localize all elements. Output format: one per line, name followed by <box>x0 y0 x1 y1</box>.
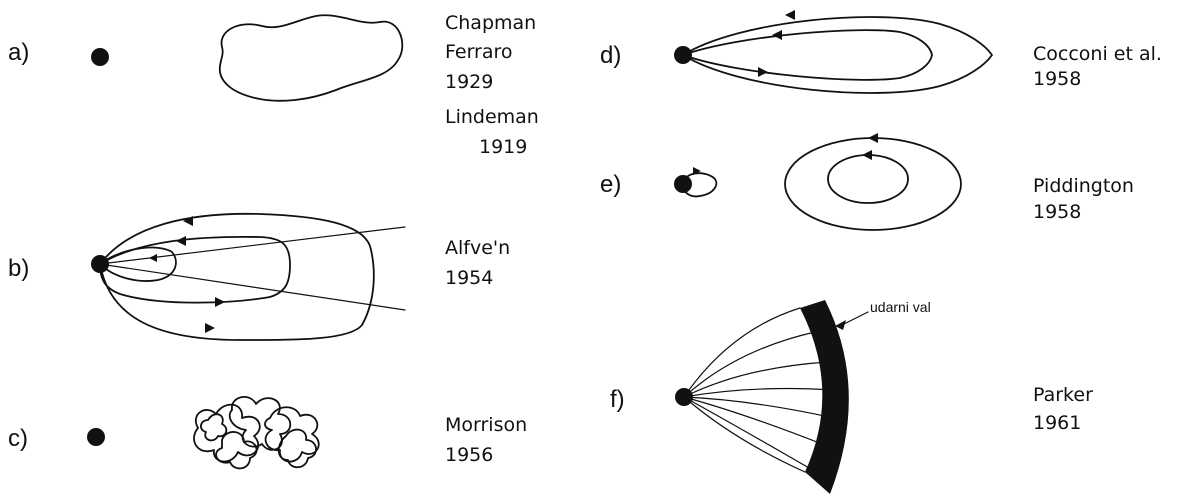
arrow-right <box>758 67 768 77</box>
panel-b-label: b) <box>8 255 29 282</box>
arrow-left <box>149 254 157 262</box>
sun-dot <box>674 46 692 64</box>
panel-d-ref-1: 1958 <box>1033 68 1081 90</box>
field-fan <box>684 308 834 472</box>
outer-ring <box>785 138 961 230</box>
inner-ring <box>828 155 908 203</box>
annotation-leader <box>844 312 868 324</box>
arrow-right <box>205 323 215 333</box>
outer-lobe <box>683 17 992 93</box>
panel-e: e) Piddington 1958 <box>600 133 1134 230</box>
panel-d: d) Cocconi et al. 1958 <box>600 10 1162 93</box>
arrow-left <box>868 133 878 143</box>
panel-f-ref-0: Parker <box>1033 384 1093 406</box>
panel-f: f) udarni val Parker 1961 <box>610 299 1093 494</box>
panel-c: c) Morrison 1956 <box>8 397 527 469</box>
panel-f-label: f) <box>610 386 625 413</box>
panel-d-ref-0: Cocconi et al. <box>1033 43 1162 65</box>
panel-a-label: a) <box>8 39 29 66</box>
arrow-left <box>176 236 186 246</box>
middle-loop <box>100 237 290 303</box>
panel-b: b) Alfve'n 1954 <box>8 214 510 340</box>
shock-annotation: udarni val <box>870 299 931 315</box>
panel-b-ref-0: Alfve'n <box>445 237 510 259</box>
arrow-left <box>862 150 872 160</box>
outer-loop <box>100 214 374 340</box>
panel-a-ref-2: 1929 <box>445 71 493 93</box>
plasma-cloud <box>220 15 403 101</box>
panel-d-label: d) <box>600 42 621 69</box>
panel-e-label: e) <box>600 171 621 198</box>
panel-b-ref-1: 1954 <box>445 267 493 289</box>
panel-c-ref-1: 1956 <box>445 444 493 466</box>
arrow-left <box>772 30 782 40</box>
panel-e-ref-1: 1958 <box>1033 201 1081 223</box>
sun-dot <box>91 255 109 273</box>
arrow-right <box>215 297 225 307</box>
panel-a: a) Chapman Ferraro 1929 Lindeman 1919 <box>8 12 539 158</box>
panel-e-ref-0: Piddington <box>1033 175 1134 197</box>
panel-a-ref-1: Ferraro <box>445 41 513 63</box>
panel-f-ref-1: 1961 <box>1033 412 1081 434</box>
sun-dot <box>675 388 693 406</box>
panel-c-label: c) <box>8 425 28 452</box>
field-line-lower <box>100 264 405 310</box>
arrow-left <box>785 10 795 20</box>
sun-dot <box>87 428 105 446</box>
panel-a-ref-3: Lindeman <box>445 106 539 128</box>
panel-a-ref-0: Chapman <box>445 12 536 34</box>
sun-dot <box>91 48 109 66</box>
panel-a-ref-4: 1919 <box>479 136 527 158</box>
tangled-field-blob <box>194 397 319 469</box>
panel-c-ref-0: Morrison <box>445 414 527 436</box>
